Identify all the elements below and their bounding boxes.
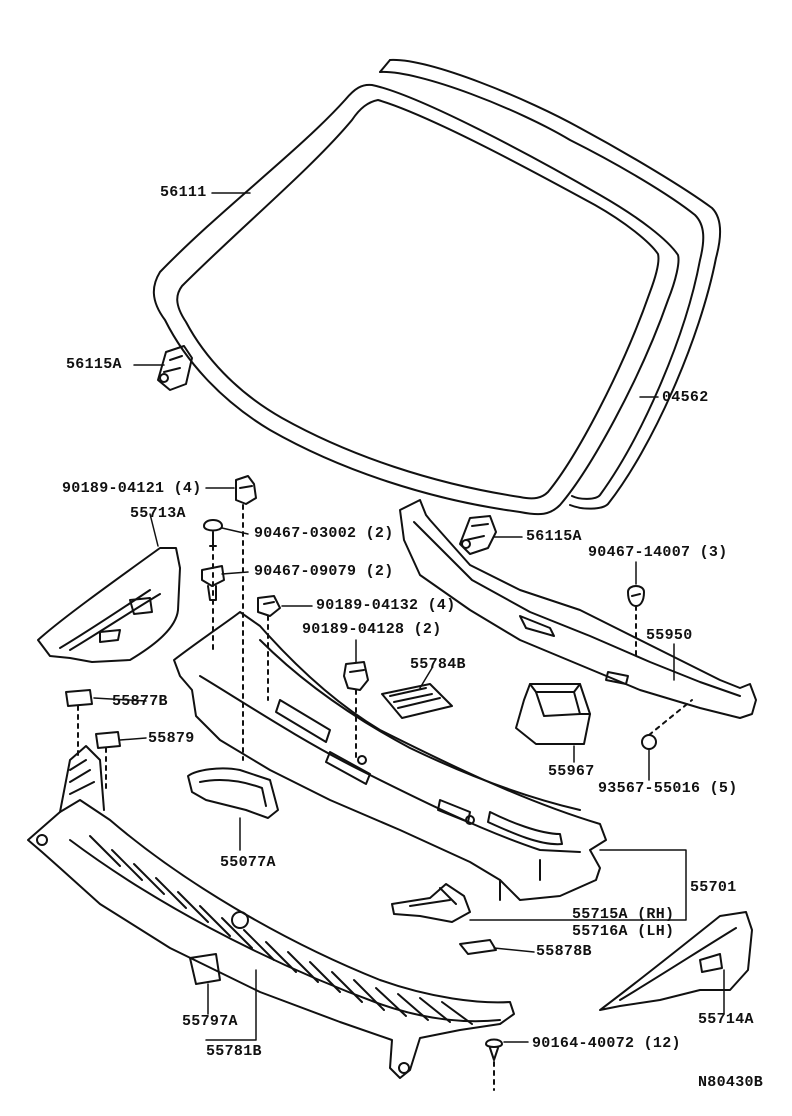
bracket-shape	[187, 767, 279, 819]
label-clip-b: 90467-09079 (2)	[254, 563, 394, 580]
spacers-shape	[65, 689, 497, 985]
cowl-panel-shape	[173, 611, 607, 901]
label-duct: 55967	[548, 763, 595, 780]
windshield-glass-shape	[152, 83, 680, 516]
label-clip-c: 90467-14007 (3)	[588, 544, 728, 561]
label-windshield-seal: 04562	[662, 389, 709, 406]
label-nut-c: 90189-04128 (2)	[302, 621, 442, 638]
label-brace-rh: 55715A (RH)	[572, 906, 675, 923]
label-side-panel-right: 55714A	[698, 1011, 754, 1028]
fasteners-shape	[201, 475, 657, 1061]
side-panel-right-shape	[599, 911, 753, 1011]
label-vent-louver: 55781B	[206, 1043, 262, 1060]
label-drawing-code: N80430B	[698, 1074, 764, 1091]
label-nut-a: 90189-04121 (4)	[62, 480, 202, 497]
label-spacer-a: 55877B	[112, 693, 168, 710]
duct-shape	[515, 683, 591, 745]
label-cowl-panel: 55701	[690, 879, 737, 896]
seal-pad-shape	[381, 683, 453, 719]
side-panel-left-shape	[37, 547, 181, 663]
clip-right-shape	[459, 515, 497, 555]
label-cover: 55797A	[182, 1013, 238, 1030]
label-spacer-c: 55878B	[536, 943, 592, 960]
label-weatherstrip: 55950	[646, 627, 693, 644]
label-clip-left: 56115A	[66, 356, 122, 373]
label-side-panel-left: 55713A	[130, 505, 186, 522]
leader-lines	[93, 192, 725, 1043]
brace-shape	[391, 883, 471, 923]
windshield-seal-shape	[379, 58, 722, 510]
label-seal-pad: 55784B	[410, 656, 466, 673]
dashed-lines	[77, 504, 693, 1091]
label-plug: 93567-55016 (5)	[598, 780, 738, 797]
label-screw: 90164-40072 (12)	[532, 1035, 681, 1052]
label-spacer-b: 55879	[148, 730, 195, 747]
label-clip-right: 56115A	[526, 528, 582, 545]
cowl-louver-shape	[27, 745, 515, 1079]
label-nut-b: 90189-04132 (4)	[316, 597, 456, 614]
label-bracket: 55077A	[220, 854, 276, 871]
clip-left-shape	[157, 345, 193, 391]
weatherstrip-shape	[399, 499, 757, 719]
label-windshield-glass: 56111	[160, 184, 207, 201]
label-brace-lh: 55716A (LH)	[572, 923, 675, 940]
label-clip-a: 90467-03002 (2)	[254, 525, 394, 542]
